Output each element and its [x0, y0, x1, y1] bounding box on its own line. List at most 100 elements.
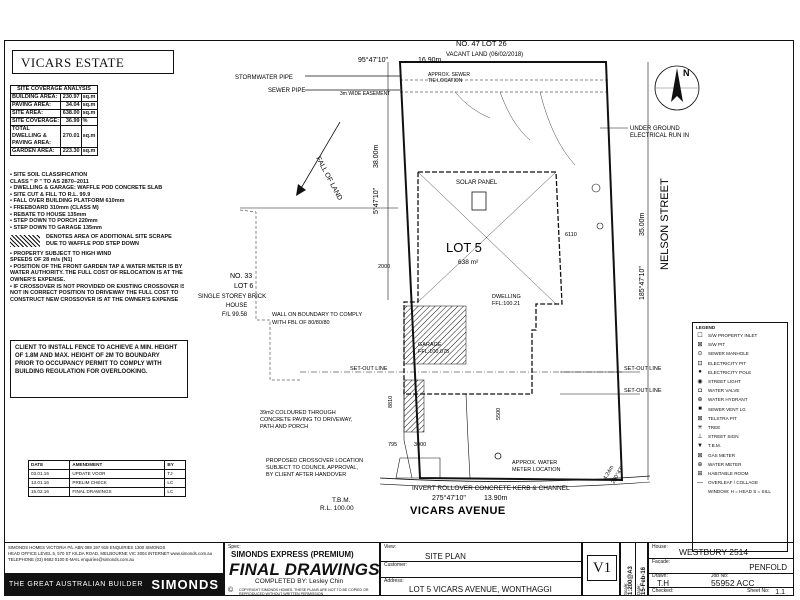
- note-line: • FREEBOARD 310mm (CLASS M): [10, 204, 99, 211]
- roof-line: [417, 171, 557, 303]
- dim-795: 795: [388, 442, 397, 448]
- legend-label: WATER VALVE: [708, 388, 740, 394]
- driveway-hatch: [403, 379, 425, 433]
- spec-block: Spec: SIMONDS EXPRESS (PREMIUM) FINAL DR…: [224, 542, 380, 596]
- gas-meter-icon: ⊠: [697, 452, 703, 459]
- drawn-value: T.H: [657, 579, 669, 588]
- lot-boundary: [398, 61, 624, 482]
- note-line: • STEP DOWN TO PORCH 220mm: [10, 218, 98, 225]
- nelson-street-label: NELSON STREET: [659, 178, 671, 270]
- legend-label: S/W PIT: [708, 342, 726, 348]
- house-value: WESTBURY 2514: [679, 547, 749, 557]
- house-block: House: WESTBURY 2514 Facade: PENFOLD Dra…: [648, 542, 794, 596]
- paving-note: 39m2 COLOURED THROUGH: [260, 410, 336, 416]
- solar-label: SOLAR PANEL: [456, 180, 498, 186]
- cov-unit: sq.m: [80, 147, 99, 156]
- crossover-outline: [395, 457, 441, 479]
- site-coverage-table: SITE COVERAGE ANALYSIS BUILDING AREA:230…: [9, 85, 99, 156]
- contour-line: [454, 91, 491, 119]
- dim-right: 35.00m: [639, 212, 646, 236]
- habitable-room-icon: ⊞: [697, 470, 703, 477]
- crossover-note: PROPOSED CROSSOVER LOCATION: [266, 458, 363, 464]
- copyright-icon: ©: [228, 587, 234, 594]
- bearing-right: 185°47'10": [638, 266, 646, 300]
- legend-label: S/W PROPERTY INLET: [708, 333, 758, 339]
- setout-label-right: SET-OUT LINE: [624, 366, 662, 372]
- legend-label: STREET LIGHT: [708, 379, 741, 385]
- note-line: • PROPERTY SUBJECT TO HIGH WIND: [10, 250, 112, 257]
- version-block: V1: [582, 542, 620, 596]
- legend-item: ⊞ HABITABLE ROOM: [696, 469, 784, 478]
- sheet-label: Sheet No:: [747, 588, 770, 594]
- manhole-icon: ⊙: [697, 351, 703, 358]
- company-block: SIMONDS HOMES VICTORIA P/L ABN 089 197 9…: [4, 542, 224, 596]
- garage-ffl: FFL:100.075: [418, 349, 449, 355]
- legend-item: ⊠S/W PIT: [696, 340, 784, 349]
- legend-item: ⊡ELECTRICITY PIT: [696, 359, 784, 368]
- client-note-line: CLIENT TO INSTALL FENCE TO ACHIEVE A MIN…: [15, 345, 178, 351]
- company-line: HEAD OFFICE LEVEL 5, 570 ST KILDA ROAD, …: [8, 551, 213, 556]
- date-value: 15-Feb-16: [641, 566, 647, 595]
- dim-2000: 2000: [378, 264, 390, 270]
- dim-8810: 8810: [388, 396, 394, 408]
- legend-item: ◘WATER VALVE: [696, 386, 784, 395]
- divider: [381, 577, 581, 578]
- tbm-label: T.B.M.: [332, 497, 351, 504]
- note-line: • SITE SOIL CLASSIFICATION: [10, 172, 88, 178]
- dim-top: 16.90m: [418, 57, 442, 64]
- easement-label: 3m WIDE EASEMENT: [340, 91, 390, 97]
- legend-label: T.B.M.: [708, 443, 722, 449]
- note-line: • DWELLING & GARAGE: WAFFLE POD CONCRETE…: [10, 185, 163, 192]
- inlet-icon: ☐: [697, 333, 703, 340]
- note-line: • SITE CUT & FILL TO R.L. 99.9: [10, 191, 91, 198]
- note-line: • STEP DOWN TO GARAGE 135mm: [10, 224, 102, 231]
- jobno-value: 55952 ACC: [711, 578, 755, 588]
- note-line: NOT IN CORRECT POSITION TO DRIVEWAY THE …: [10, 290, 179, 297]
- note-line: CLASS " P " TO AS 2870–2011: [10, 178, 89, 185]
- neighbour-house: [239, 209, 300, 381]
- garage-scrape-hatch: [403, 305, 467, 365]
- legend-label: OVERLEAF / COLLAGE: [708, 480, 759, 486]
- tree-marker: [596, 222, 604, 230]
- top-neighbour-sub: VACANT LAND (06/02/2018): [446, 52, 523, 58]
- cov-label: GARDEN AREA:: [9, 147, 62, 156]
- dim-bottom: 13.90m: [484, 495, 508, 502]
- legend-item: —OVERLEAF / COLLAGE: [696, 478, 784, 487]
- tree-marker: [591, 183, 601, 193]
- customer-label: Customer:: [384, 562, 408, 568]
- tagline: THE GREAT AUSTRALIAN BUILDER: [9, 580, 144, 588]
- fall-arrowhead: [296, 184, 306, 196]
- legend-label: SEWER VENT LG: [708, 406, 746, 412]
- cov-unit: sq.m: [80, 125, 99, 148]
- dim-5500: 5500: [496, 408, 502, 420]
- note-line: • REBATE TO HOUSE 135mm: [10, 211, 87, 218]
- note-line: CONSTRUCT NEW CROSSOVER IS AT THE OWNER'…: [10, 296, 179, 303]
- divider: [649, 573, 793, 574]
- legend-item: ✳TREE: [696, 423, 784, 432]
- scale-date-block: Scale: 1:200@A3 Date: 15-Feb-16: [620, 542, 648, 596]
- legend-label: HABITABLE ROOM: [708, 470, 749, 476]
- contour-line: [539, 91, 576, 166]
- neighbour-label: LOT 6: [234, 283, 253, 290]
- stormwater-label: STORMWATER PIPE: [235, 75, 293, 81]
- dwelling-label: DWELLING: [492, 294, 521, 300]
- street-sign-icon: ⊥: [697, 434, 703, 441]
- legend-item: ■SEWER VENT LG: [696, 405, 784, 414]
- legend-item: ☐ S/W PROPERTY INLET: [696, 331, 784, 340]
- facade-label: Facade:: [652, 559, 671, 565]
- client-fence-note: CLIENT TO INSTALL FENCE TO ACHIEVE A MIN…: [10, 340, 188, 398]
- setout-label-right-2: SET-OUT LINE: [624, 388, 662, 394]
- address-label: Address:: [384, 578, 404, 584]
- house-label: House:: [652, 544, 668, 550]
- lot-area: 638 m²: [458, 259, 479, 266]
- sheet-value: 1.1: [775, 589, 785, 596]
- jobno-label: Job No:: [711, 573, 729, 579]
- legend-box: LEGEND ☐S/W PROPERTY INLET ⊠S/W PIT ⊙SEW…: [692, 322, 788, 552]
- wall-note: WALL ON BOUNDARY TO COMPLY: [272, 312, 362, 318]
- north-arrow: N: [654, 65, 700, 111]
- divider: [381, 561, 581, 562]
- legend-label: WATER HYDRANT: [708, 397, 748, 403]
- legend-label: GAS METER: [708, 452, 736, 458]
